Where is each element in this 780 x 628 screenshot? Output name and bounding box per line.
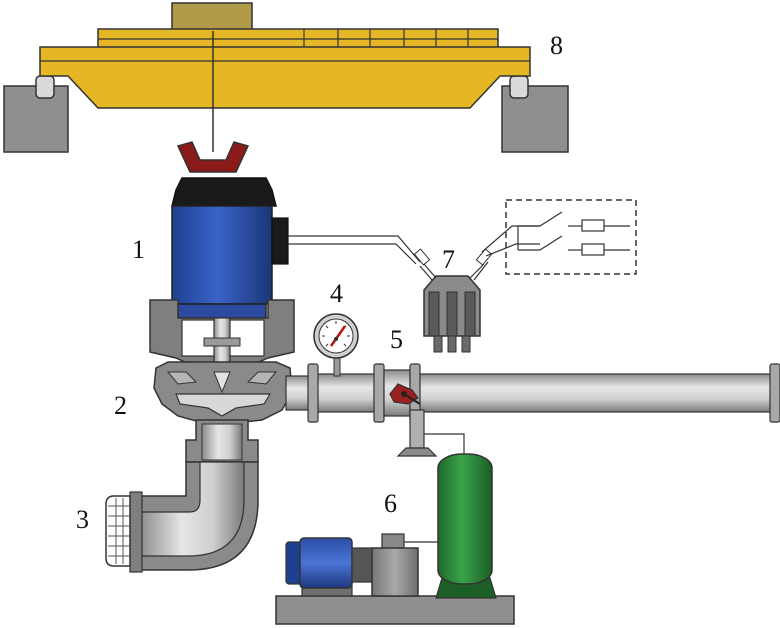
crane-hook-icon (176, 141, 250, 173)
motor-top-cap (171, 177, 277, 207)
label-4: 4 (330, 279, 343, 308)
label-2: 2 (114, 391, 127, 420)
connector: 7 (413, 225, 540, 353)
hydraulic-unit: 6 (275, 453, 515, 625)
inlet-elbow (129, 461, 259, 573)
unit-base (275, 595, 515, 625)
switch-box-icon (505, 199, 637, 275)
unit-motor-body (299, 537, 353, 589)
unit-tank (437, 453, 493, 585)
motor: 1 (132, 177, 289, 319)
inlet-flange (129, 491, 143, 573)
crane-wheel-left (35, 75, 55, 99)
elbow-inner (139, 461, 245, 557)
unit-coupling (351, 547, 375, 583)
label-1: 1 (132, 235, 145, 264)
crane: 8 (3, 2, 569, 173)
crane-trolley (171, 2, 253, 32)
switch-box-frame (505, 199, 637, 275)
pipe-flange-1 (307, 363, 319, 423)
pipe-segment-2 (417, 373, 773, 413)
crane-wheel-right (509, 75, 529, 99)
valve: 5 (373, 325, 438, 457)
pump: 2 (114, 299, 315, 463)
gauge-needle (329, 325, 347, 347)
motor-body (171, 205, 273, 305)
label-5: 5 (390, 325, 403, 354)
pipe-end-flange (769, 363, 780, 423)
pipe-segment-1 (313, 373, 377, 413)
label-6: 6 (384, 489, 397, 518)
hydraulic-line (424, 433, 465, 454)
inlet-strainer: 3 (76, 495, 131, 567)
label-7: 7 (442, 245, 455, 274)
crane-girder (39, 46, 531, 109)
strainer-basket (105, 495, 131, 567)
motor-flange (177, 303, 267, 319)
label-8: 8 (550, 31, 563, 60)
motor-terminal-box (271, 217, 289, 265)
valve-stem (409, 409, 425, 449)
valve-flange-left (373, 363, 385, 423)
pressure-gauge: 4 (313, 279, 359, 377)
motor-cable (288, 235, 421, 265)
crane-support-left (3, 85, 69, 153)
pump-impeller (175, 393, 272, 417)
discharge-pipe (307, 363, 780, 423)
unit-pump-block (371, 547, 419, 597)
label-3: 3 (76, 505, 89, 534)
